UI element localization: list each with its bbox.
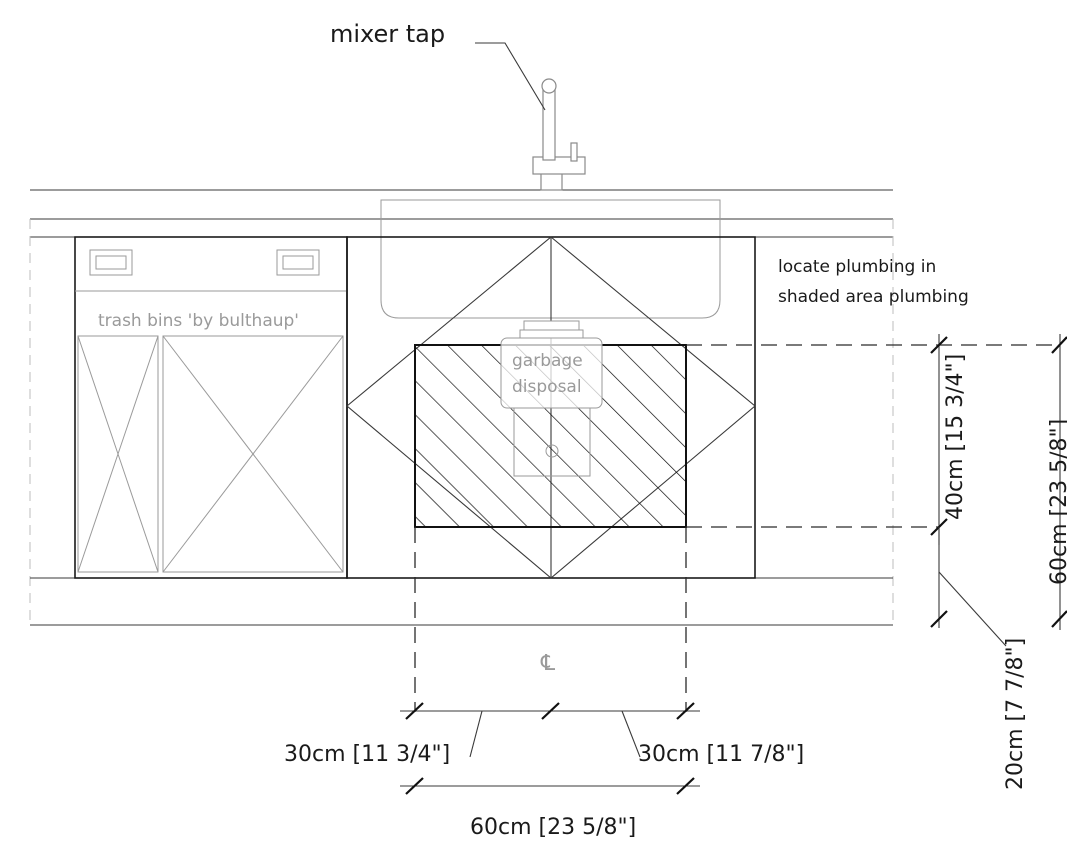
vertical-dimension-total	[1051, 334, 1067, 630]
horizontal-dimension-halves	[400, 702, 700, 758]
vertical-dimension-offset	[930, 527, 1007, 647]
extension-lines	[414, 344, 1060, 712]
mixer-tap-label: mixer tap	[330, 20, 445, 48]
trash-bins-label: trash bins 'by bulthaup'	[98, 311, 299, 331]
centerline-symbol: ℄	[540, 651, 556, 676]
mixer-tap-leader	[475, 42, 546, 111]
plumbing-note-line2: shaded area plumbing	[778, 287, 969, 307]
garbage-disposal-label-line2: disposal	[512, 377, 582, 397]
garbage-disposal	[500, 320, 603, 477]
mixer-tap	[532, 78, 586, 191]
dimension-left-half: 30cm [11 3/4"]	[284, 742, 450, 767]
plumbing-note-line1: locate plumbing in	[778, 257, 936, 277]
dimension-total-width: 60cm [23 5/8"]	[470, 815, 636, 840]
dimension-right-half: 30cm [11 7/8"]	[638, 742, 804, 767]
sink-bowl-outline	[380, 199, 721, 319]
horizontal-dimension-total	[400, 777, 700, 795]
trash-bin-cabinet	[74, 236, 348, 579]
dimension-floor-offset: 20cm [7 7/8"]	[1003, 638, 1028, 790]
dimension-total-height: 60cm [23 5/8"]	[1047, 419, 1067, 585]
plinth	[30, 577, 893, 626]
dimension-shaded-height: 40cm [15 3/4"]	[943, 354, 968, 520]
garbage-disposal-label-line1: garbage	[512, 351, 583, 371]
